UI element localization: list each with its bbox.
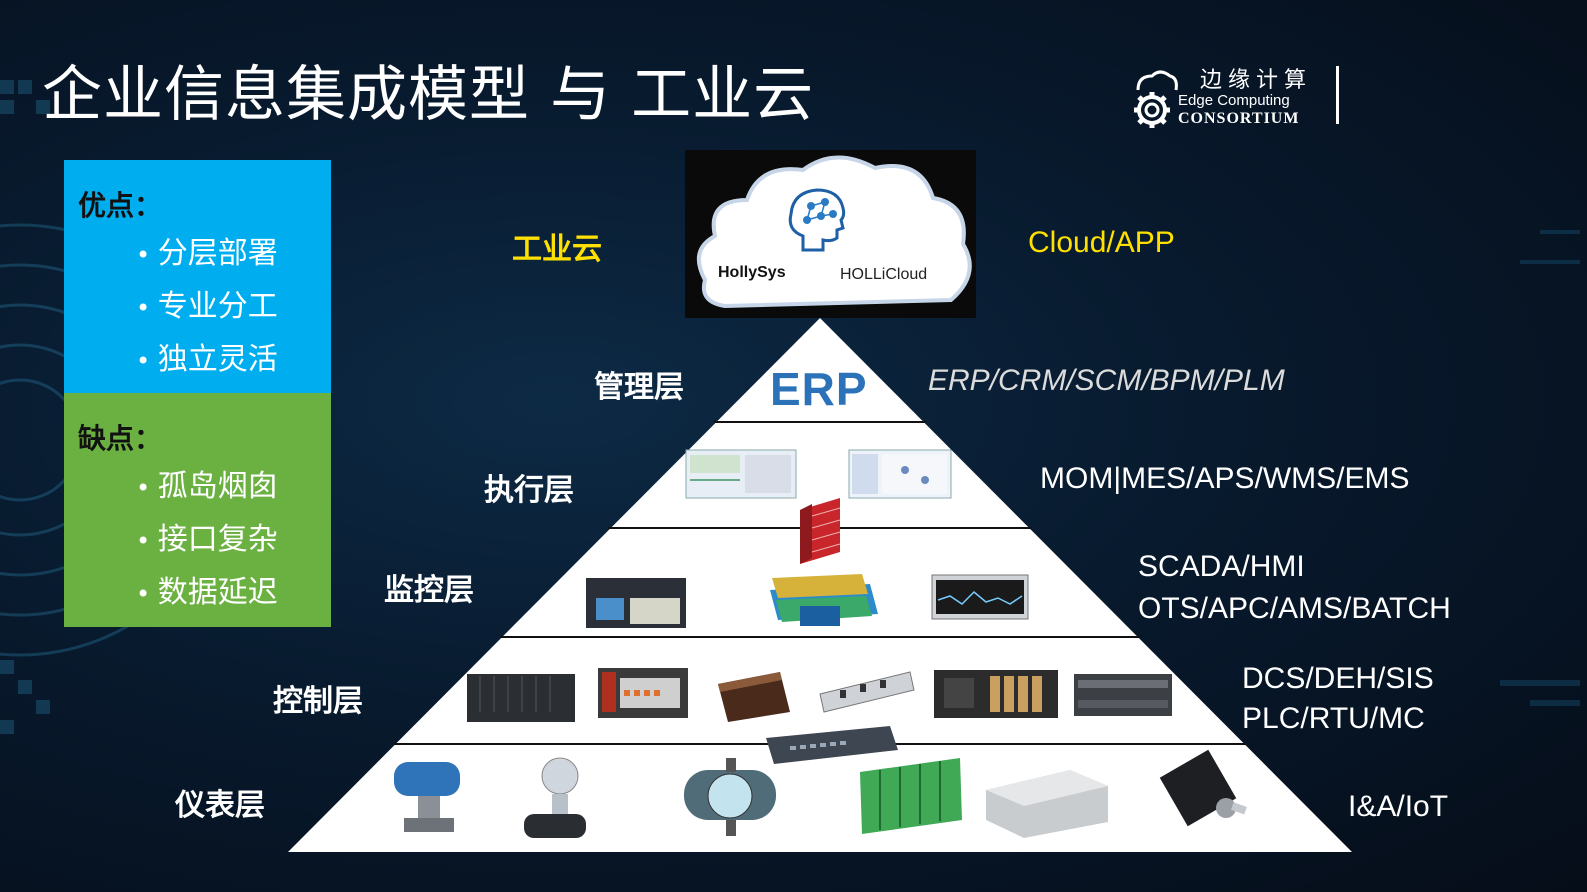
layer-management-cn: 管理层 [594, 370, 684, 405]
hmi-panel-icon [586, 578, 686, 628]
logo-divider [1336, 66, 1339, 124]
ai-head-icon [788, 188, 846, 252]
firewall-icon [800, 498, 841, 564]
signal-isolator-icon [860, 758, 962, 834]
io-module-icon [986, 770, 1108, 838]
list-item: 分层部署 [136, 234, 278, 287]
pros-list: 分层部署 专业分工 独立灵活 [136, 234, 278, 393]
logo-cn: 边缘计算 [1200, 68, 1313, 93]
list-item: 接口复杂 [136, 520, 278, 573]
layer-control-cn: 控制层 [273, 684, 363, 719]
page-title: 企业信息集成模型 与 工业云 [42, 60, 815, 130]
cloud-gear-icon [1134, 70, 1178, 128]
industrial-cloud-image [685, 150, 976, 318]
list-item: 数据延迟 [136, 573, 278, 626]
layer-control-en-1: DCS/DEH/SIS [1242, 662, 1434, 695]
servo-motor-icon [1159, 749, 1247, 827]
flowmeter-icon [524, 757, 586, 838]
layer-monitoring-en-1: SCADA/HMI [1138, 550, 1305, 583]
cloud-shape-icon [696, 155, 972, 309]
edge-computing-logo: 边缘计算 Edge Computing CONSORTIUM [1128, 62, 1378, 134]
mes-screen-icon [685, 449, 797, 499]
list-item: 专业分工 [136, 287, 278, 340]
layer-cloud-cn: 工业云 [512, 232, 602, 267]
dcs-cabinet-icon [467, 674, 575, 722]
pressure-transmitter-icon [394, 762, 460, 832]
layer-instrument-en: I&A/IoT [1348, 790, 1449, 823]
cons-panel: 缺点： 孤岛烟囱 接口复杂 数据延迟 [64, 393, 331, 627]
cons-heading: 缺点： [78, 422, 163, 455]
rotameter-icon [684, 758, 776, 836]
list-item: 独立灵活 [136, 340, 278, 393]
layer-monitoring-cn: 监控层 [384, 573, 474, 608]
pros-panel: 优点： 分层部署 专业分工 独立灵活 [64, 160, 331, 393]
sis-module-icon [718, 672, 790, 722]
hollicloud-brand: HOLLiCloud [840, 266, 928, 283]
server-rack-icon [770, 574, 878, 626]
layer-monitoring-en-2: OTS/APC/AMS/BATCH [1138, 592, 1451, 625]
layer-execution-cn: 执行层 [484, 473, 574, 508]
logo-en-line2: CONSORTIUM [1178, 110, 1300, 127]
rtu-rack-icon [934, 670, 1058, 718]
cons-list: 孤岛烟囱 接口复杂 数据延迟 [136, 467, 278, 626]
list-item: 孤岛烟囱 [136, 467, 278, 520]
layer-execution-en: MOM|MES/APS/WMS/EMS [1040, 462, 1410, 495]
monitor-icon [931, 574, 1029, 620]
plc-rail-icon [819, 671, 915, 713]
pros-heading: 优点： [78, 189, 163, 222]
layer-control-en-2: PLC/RTU/MC [1242, 702, 1425, 735]
network-switch-icon [766, 726, 898, 764]
erp-logo: ERP [770, 363, 868, 415]
aps-screen-icon [848, 449, 952, 499]
hollysys-brand: HollySys [718, 264, 786, 281]
motion-controller-icon [1074, 674, 1172, 716]
layer-management-en: ERP/CRM/SCM/BPM/PLM [928, 364, 1285, 397]
layer-instrument-cn: 仪表层 [175, 788, 265, 823]
layer-cloud-en: Cloud/APP [1028, 226, 1175, 259]
logo-en-line1: Edge Computing [1178, 92, 1290, 109]
deh-controller-icon [598, 668, 688, 718]
